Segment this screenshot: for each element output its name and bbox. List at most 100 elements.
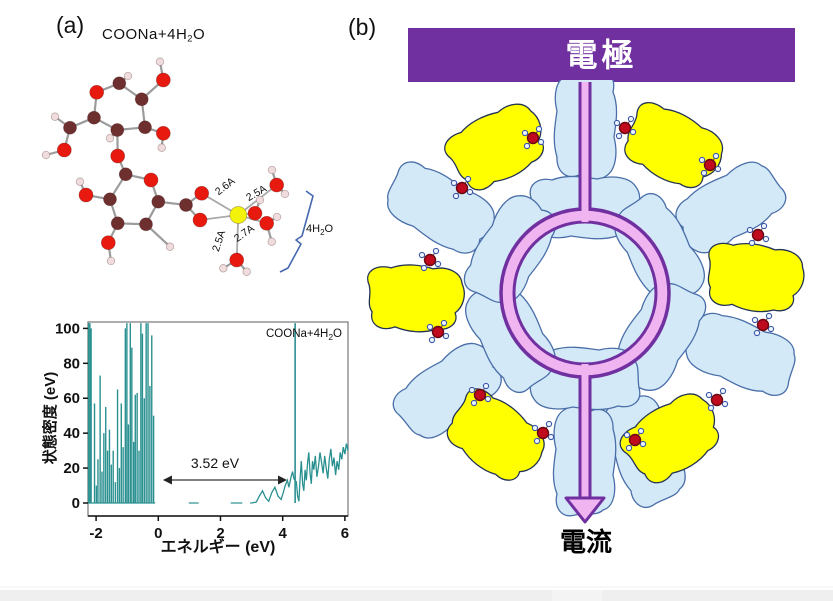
footer-bar-segment [552,590,602,601]
yellow-blob [619,393,720,484]
o-atom [192,212,208,228]
y-tick-label: 80 [63,355,80,372]
h-atom [41,150,51,160]
footer-highlight-line [0,586,833,588]
current-label: 電流 [559,527,612,557]
h-atom [267,237,276,246]
o-atom [194,185,210,201]
molecule-title: COONa+4H2O [102,26,205,44]
molecule-title-tail: O [192,26,206,43]
yellow-blob [444,103,545,191]
c-atom [110,123,125,137]
c-atom [87,110,101,125]
x-tick-label: 2 [216,525,224,542]
ion-marker [426,319,450,344]
o-atom [155,72,171,88]
c-atom [151,194,166,209]
h-atom [272,212,282,222]
yellow-blob [367,264,465,333]
current-arrow-top-core [581,82,589,222]
molecule-title-base: COONa+4H [102,26,188,43]
ion-marker [623,427,647,452]
y-tick-label: 40 [63,425,80,442]
x-axis-title: エネルギー (eV) [161,537,276,556]
y-tick-label: 20 [63,460,80,477]
blue-blob-outer [675,161,787,254]
ion-marker [418,247,442,272]
distance-label: 2.6A [213,175,237,198]
o-atom [89,84,105,100]
electrode-banner: 電極 [408,28,795,82]
yellow-blob [624,102,724,189]
ion-marker [468,382,492,407]
h-atom [157,143,166,152]
ion-marker [531,420,555,445]
h-atom [123,71,133,81]
o-atom [269,177,285,193]
current-arrowhead [564,496,606,524]
o-atom [110,148,126,164]
conduction-ring-band [501,209,669,377]
h-atom [255,195,265,205]
yellow-blob [446,388,545,481]
o-atom [247,205,263,221]
panel-a-label: (a) [56,12,85,38]
h-atom [165,242,175,251]
distance-label: 2.7A [232,222,257,244]
arrowhead-right [278,475,288,485]
c-atom [134,92,149,107]
y-tick-label: 100 [55,320,80,337]
h-atom [280,189,290,199]
c-atom [118,167,133,182]
o-atom [78,187,94,203]
band-gap-label: 3.52 eV [191,455,240,471]
x-tick-label: 4 [279,525,288,542]
h-atom [50,112,60,121]
h-atom [155,57,165,66]
molecule-title-sub: 2 [187,33,193,44]
panel-b-label: (b) [348,14,377,40]
c-atom [139,217,153,232]
h-atom [219,264,228,273]
conduction-ring-inner [512,220,658,366]
waters-bracket-label: 4H2O [306,223,334,237]
c-atom [179,198,193,212]
o-atom [229,252,245,268]
chart-series-label: COONa+4H2O [266,328,342,342]
x-tick-label: 0 [154,525,162,542]
o-atom [259,215,275,231]
arrowhead-left [162,475,172,485]
yellow-blob [707,242,805,313]
ion-marker [450,175,474,200]
na-atom [229,206,248,224]
c-atom [63,120,77,135]
electrode-banner-label: 電極 [565,37,638,73]
y-tick-label: 0 [72,495,80,512]
o-atom [155,125,171,141]
waters-bracket [279,190,314,273]
o-atom [100,235,116,251]
y-tick-label: 60 [63,390,80,407]
ion-marker [521,125,545,150]
o-atom [56,142,72,158]
x-tick-label: -2 [89,525,102,542]
h-atom [105,134,115,143]
ion-marker [746,222,770,247]
h-atom [242,267,251,276]
x-tick-label: 6 [341,525,349,542]
o-atom [143,172,159,188]
c-atom [138,120,152,135]
c-atom [110,216,125,231]
c-atom [103,192,117,207]
electron-flow-diagram [367,80,805,524]
ion-marker [613,115,637,140]
footer-bar [0,590,833,601]
distance-label: 2.5A [210,229,228,253]
current-arrow-bottom-core [581,364,589,500]
dos-curve [251,443,349,504]
y-axis-title: 状態密度 (eV) [41,372,59,465]
h-atom [267,165,277,175]
